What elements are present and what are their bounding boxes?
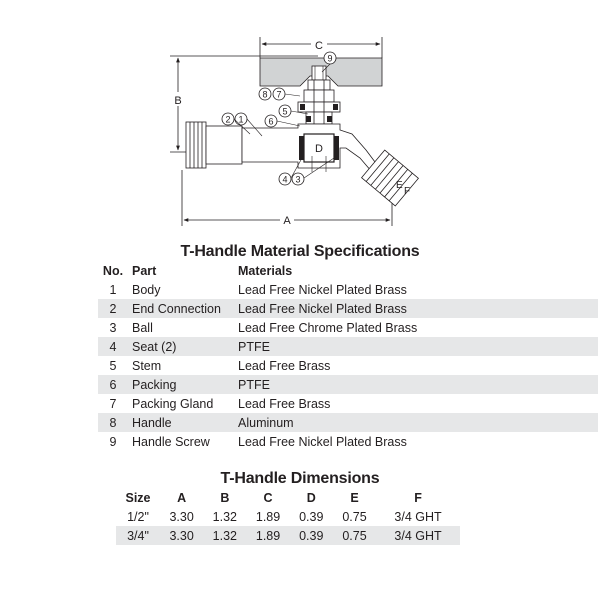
table-header-row: No. Part Materials — [98, 262, 598, 280]
cell-part: Handle Screw — [132, 434, 210, 449]
dimension-e-label: E — [396, 180, 403, 191]
cell-size: 3/4" — [116, 526, 160, 545]
cell-no: 5 — [109, 358, 117, 373]
dimension-f-label: F — [404, 186, 410, 197]
cell-material: Lead Free Nickel Plated Brass — [238, 282, 407, 297]
svg-text:9: 9 — [327, 54, 332, 64]
cell-f: 3/4 GHT — [376, 526, 460, 545]
cell-material: Lead Free Chrome Plated Brass — [238, 320, 418, 335]
header-b: B — [220, 491, 230, 505]
cell-part: Body — [132, 282, 161, 297]
cell-b: 1.32 — [212, 509, 237, 524]
cell-material: Lead Free Nickel Plated Brass — [238, 434, 407, 449]
cell-d: 0.39 — [299, 509, 324, 524]
end-connection — [185, 121, 243, 169]
cell-a: 3.30 — [160, 526, 204, 545]
dimension-b-label: B — [174, 95, 181, 107]
cell-no: 6 — [98, 375, 128, 394]
cell-no: 2 — [98, 299, 128, 318]
cell-part: End Connection — [128, 299, 238, 318]
valve-diagram: C B A D — [170, 37, 419, 227]
cell-no: 7 — [109, 396, 117, 411]
table-row: 5 Stem Lead Free Brass — [98, 356, 598, 375]
table-row: 9 Handle Screw Lead Free Nickel Plated Bra… — [98, 432, 598, 451]
stem-assembly — [297, 79, 341, 125]
handle-screw — [311, 65, 327, 81]
cell-c: 1.89 — [246, 526, 290, 545]
cell-material: PTFE — [238, 375, 598, 394]
table-header-row: Size A B C D E F — [116, 489, 460, 507]
callout-2: 2 — [221, 112, 235, 126]
cell-material: Lead Free Brass — [238, 358, 331, 373]
callout-8: 8 — [258, 87, 272, 101]
callout-7: 7 — [272, 87, 286, 101]
table-row: 7 Packing Gland Lead Free Brass — [98, 394, 598, 413]
cell-part: Seat (2) — [128, 337, 238, 356]
cell-material: Aluminum — [238, 413, 598, 432]
header-no: No. — [102, 264, 124, 278]
table-row: 1/2" 3.30 1.32 1.89 0.39 0.75 3/4 GHT — [116, 507, 460, 526]
callout-4: 4 — [278, 172, 292, 186]
svg-text:6: 6 — [268, 117, 273, 127]
cell-part: Ball — [132, 320, 153, 335]
cell-f: 3/4 GHT — [394, 509, 442, 524]
header-size: Size — [125, 491, 151, 505]
callout-1: 1 — [234, 112, 248, 126]
dim-table-title: T-Handle Dimensions — [220, 470, 380, 487]
callout-6: 6 — [264, 114, 278, 128]
cell-part: Packing — [128, 375, 238, 394]
svg-text:1: 1 — [238, 115, 243, 125]
cell-a: 3.30 — [169, 509, 194, 524]
header-c: C — [263, 491, 273, 505]
cell-no: 1 — [109, 282, 117, 297]
cell-no: 9 — [109, 434, 117, 449]
svg-text:5: 5 — [282, 107, 287, 117]
header-d: D — [306, 491, 316, 505]
svg-text:7: 7 — [276, 90, 281, 100]
header-a: A — [177, 491, 187, 505]
cell-material: Lead Free Brass — [238, 396, 331, 411]
svg-text:4: 4 — [282, 175, 287, 185]
svg-text:2: 2 — [225, 115, 230, 125]
dimension-a-label: A — [283, 215, 291, 227]
dimension-d-label: D — [315, 143, 323, 155]
cell-part: Stem — [132, 358, 162, 373]
cell-material: Lead Free Nickel Plated Brass — [238, 299, 598, 318]
cell-e: 0.75 — [342, 509, 367, 524]
header-f: F — [414, 491, 422, 505]
cell-no: 3 — [109, 320, 117, 335]
cell-c: 1.89 — [255, 509, 281, 524]
callout-3: 3 — [291, 172, 305, 186]
header-materials: Materials — [238, 264, 293, 278]
table-row: 1 Body Lead Free Nickel Plated Brass — [98, 280, 598, 299]
cell-size: 1/2" — [127, 509, 149, 524]
cell-no: 4 — [98, 337, 128, 356]
header-part: Part — [132, 264, 157, 278]
svg-text:3: 3 — [295, 175, 300, 185]
cell-part: Handle — [128, 413, 238, 432]
cell-b: 1.32 — [203, 526, 247, 545]
header-e: E — [350, 491, 359, 505]
dimension-c-label: C — [315, 40, 323, 52]
cell-part: Packing Gland — [132, 396, 214, 411]
callout-9: 9 — [323, 51, 337, 65]
table-row: 3 Ball Lead Free Chrome Plated Brass — [98, 318, 598, 337]
cell-material: PTFE — [238, 337, 598, 356]
spec-table-title: T-Handle Material Specifications — [180, 243, 420, 260]
hose-outlet — [361, 149, 419, 207]
cell-no: 8 — [98, 413, 128, 432]
callout-leaders — [233, 63, 335, 179]
cell-e: 0.75 — [332, 526, 377, 545]
svg-text:8: 8 — [262, 90, 267, 100]
callout-5: 5 — [278, 104, 292, 118]
cell-d: 0.39 — [289, 526, 333, 545]
